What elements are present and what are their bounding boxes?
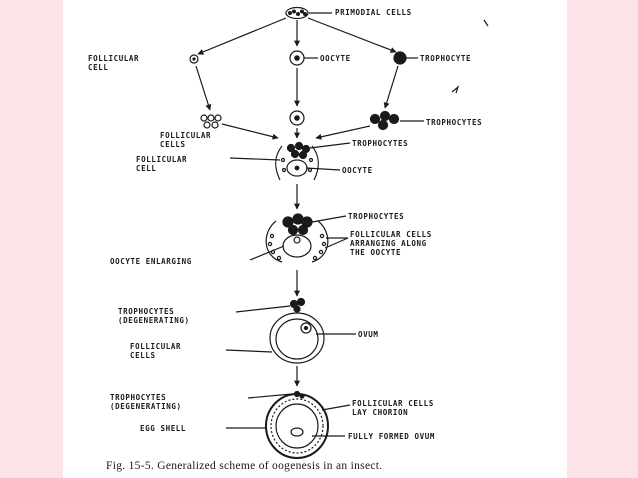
- label-oocyte-1: OOCYTE: [320, 54, 351, 63]
- arrow-follicular-1-2: [195, 65, 212, 111]
- label-trophocytes-4: TROPHOCYTES: [348, 212, 405, 221]
- leader-trophocytes-3: [309, 142, 351, 149]
- primordial-cells-cluster: [285, 6, 309, 20]
- arrow-follicular-in: [221, 123, 279, 140]
- leader-oocyte-3: [305, 167, 341, 171]
- label-trophocytes-2: TROPHOCYTES: [426, 118, 483, 127]
- leader-follicular-cells-5: [225, 349, 273, 353]
- label-follicular-cells-5: FOLLICULAR CELLS: [130, 342, 182, 360]
- label-trophocytes-3: TROPHOCYTES: [352, 139, 409, 148]
- follicle-stage-2: [265, 213, 329, 263]
- leader-oocyte-enlarging: [249, 245, 285, 261]
- label-oocyte-enlarging: OOCYTE ENLARGING: [110, 257, 192, 266]
- follicle-stage-4: [265, 390, 329, 459]
- label-oocyte-3: OOCYTE: [342, 166, 373, 175]
- trophocytes-group: [369, 110, 400, 131]
- arrow-to-trophocyte: [307, 17, 397, 53]
- label-trophocyte: TROPHOCYTE: [420, 54, 472, 63]
- leader-trophocytes-degenerating-2: [247, 393, 293, 399]
- arrow-trophocytes-in: [315, 125, 371, 140]
- trophocyte-cell-1: [393, 51, 407, 65]
- leader-trophocytes-degenerating-1: [235, 305, 291, 313]
- leader-follicular-cell-3: [229, 157, 281, 161]
- scan-mark-2: [451, 85, 460, 94]
- label-follicular-cell-1: FOLLICULAR CELL: [88, 54, 140, 72]
- label-trophocytes-degenerating-1: TROPHOCYTES (DEGENERATING): [118, 307, 190, 325]
- arrow-trophocyte-1-2: [383, 65, 399, 109]
- leader-trophocytes-4: [311, 215, 347, 223]
- slide-page: [63, 0, 567, 478]
- label-follicular-cells-2: FOLLICULAR CELLS: [160, 131, 212, 149]
- follicle-stage-3: [269, 297, 325, 364]
- label-follicular-cells-lay-chorion: FOLLICULAR CELLS LAY CHORION: [352, 399, 434, 417]
- follicular-cells-group: [200, 114, 222, 129]
- oocyte-cell-1: [289, 50, 305, 66]
- figure-caption: Fig. 15-5. Generalized scheme of oogenes…: [106, 460, 383, 472]
- label-primodial-cells: PRIMODIAL CELLS: [335, 8, 412, 17]
- follicle-stage-1: [275, 141, 319, 181]
- leader-lay-chorion: [321, 404, 351, 411]
- leader-follicular-arranging-b: [324, 237, 349, 249]
- arrow-to-follicular-cell: [197, 17, 287, 55]
- label-egg-shell: EGG SHELL: [140, 424, 187, 433]
- label-follicular-cell-3: FOLLICULAR CELL: [136, 155, 188, 173]
- follicular-cell-1: [189, 54, 199, 64]
- oocyte-cell-2: [289, 110, 305, 126]
- label-trophocytes-degenerating-2: TROPHOCYTES (DEGENERATING): [110, 393, 182, 411]
- scan-mark-1: [483, 19, 489, 27]
- label-follicular-cells-arranging: FOLLICULAR CELLS ARRANGING ALONG THE OOC…: [350, 230, 432, 257]
- label-fully-formed-ovum: FULLY FORMED OVUM: [348, 432, 435, 441]
- label-ovum: OVUM: [358, 330, 379, 339]
